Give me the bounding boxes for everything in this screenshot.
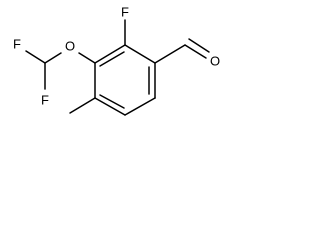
methyl-bond — [69, 97, 96, 114]
ring-bond-c4-c5 — [94, 97, 126, 116]
atom-label-f-top: F — [13, 37, 21, 52]
ring-double-bond-c4-c5 — [99, 94, 125, 109]
atom-label-f-ring: F — [121, 5, 129, 20]
atom-label-f-bottom: F — [41, 93, 49, 108]
ring-double-bond-c2-c3 — [99, 51, 125, 67]
bond-cho-to-o — [184, 44, 207, 59]
ring-bond-c1-c2 — [124, 44, 156, 64]
atom-label-o-aldehyde: O — [210, 54, 220, 69]
atom-label-o-ether: O — [65, 39, 75, 54]
difluoromethoxy-group — [25, 50, 96, 90]
bond-o-to-chf2 — [44, 52, 62, 64]
bond-chf2-to-f-top — [25, 50, 46, 64]
bond-ring-to-cho — [154, 44, 186, 64]
ring-bond-c5-c6 — [124, 97, 156, 116]
molecule-structure: F O O F F — [13, 5, 220, 116]
aldehyde-group — [154, 38, 210, 64]
benzene-ring — [94, 44, 156, 116]
ring-bond-c2-c3 — [94, 44, 126, 64]
bond-ring-to-o — [78, 52, 96, 64]
bond-cho-to-o-double — [188, 38, 210, 53]
